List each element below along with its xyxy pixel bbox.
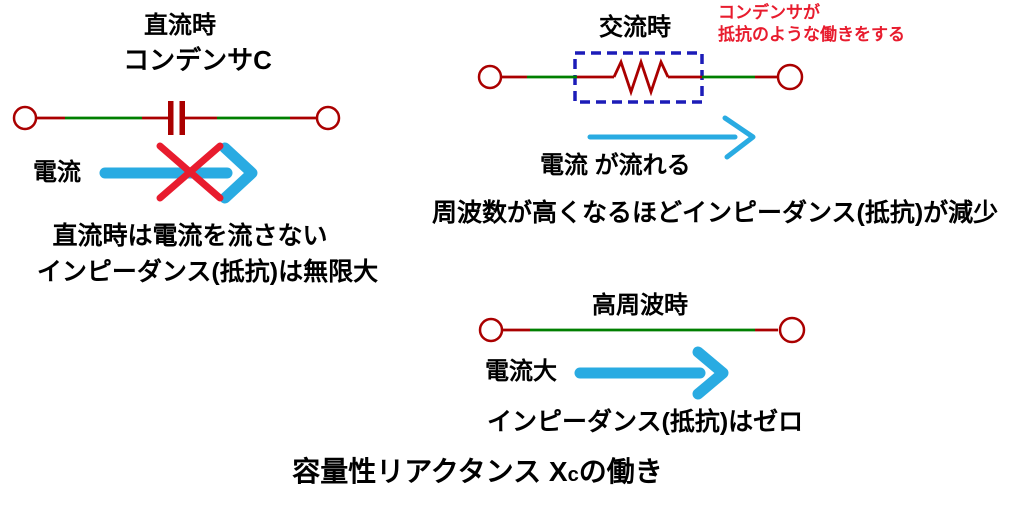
resistor-symbol [612, 57, 670, 97]
dc-current-label: 電流 [33, 159, 81, 186]
dc-circuit-diagram [12, 101, 341, 135]
ac-annotation: コンデンサが 抵抗のような働きをする [718, 2, 905, 46]
diagram-title-suffix: の働き [578, 456, 663, 487]
diagram-title-subscript: c [567, 464, 579, 486]
ac-current-arrow [587, 115, 756, 160]
dc-section-title: 直流時 [144, 12, 216, 39]
ac-annotation-line2: 抵抗のような働きをする [718, 24, 905, 44]
dc-capacitor-label: コンデンサC [123, 45, 272, 75]
ac-section-title: 交流時 [599, 14, 671, 41]
hf-terminal-left [478, 317, 504, 343]
dc-current-arrow-blocked [99, 142, 258, 204]
arrow-head-icon [692, 346, 729, 400]
hf-note: インピーダンス(抵抗)はゼロ [487, 408, 804, 436]
ac-annotation-line1: コンデンサが [718, 3, 820, 22]
diagram-title-prefix: 容量性リアクタンス X [292, 456, 568, 487]
ac-terminal-right [776, 63, 804, 91]
dc-terminal-left [12, 105, 38, 131]
ac-note: 周波数が高くなるほどインピーダンス(抵抗)が減少 [432, 199, 999, 227]
arrow-head-icon [722, 115, 756, 160]
ac-current-label: 電流 が流れる [540, 152, 691, 179]
hf-circuit-diagram [478, 316, 806, 344]
hf-terminal-right [778, 316, 806, 344]
ac-section: 交流時 コンデンサが 抵抗のような働きをする 電流 が流れる 周波数が高くなるほ… [420, 0, 1017, 240]
capacitor-plate-left [168, 101, 174, 135]
dc-note-line2: インピーダンス(抵抗)は無限大 [36, 258, 379, 286]
diagram-title: 容量性リアクタンス Xcの働き [195, 456, 760, 488]
dc-note-line1: 直流時は電流を流さない [52, 222, 328, 250]
hf-section-title: 高周波時 [592, 292, 688, 319]
dc-section: 直流時 コンデンサC 電流 直流時は電流を流さない インピーダンス(抵抗)は無限… [0, 0, 420, 300]
capacitor-plate-right [179, 101, 185, 135]
blocked-x-icon [156, 142, 224, 202]
hf-current-arrow [574, 346, 729, 400]
dc-terminal-right [315, 105, 341, 131]
ac-terminal-left [477, 64, 503, 90]
hf-current-label: 電流大 [485, 358, 557, 385]
arrow-head-icon [219, 142, 258, 204]
ac-circuit-diagram [477, 51, 804, 104]
hf-section: 高周波時 電流大 インピーダンス(抵抗)はゼロ [420, 285, 1017, 445]
